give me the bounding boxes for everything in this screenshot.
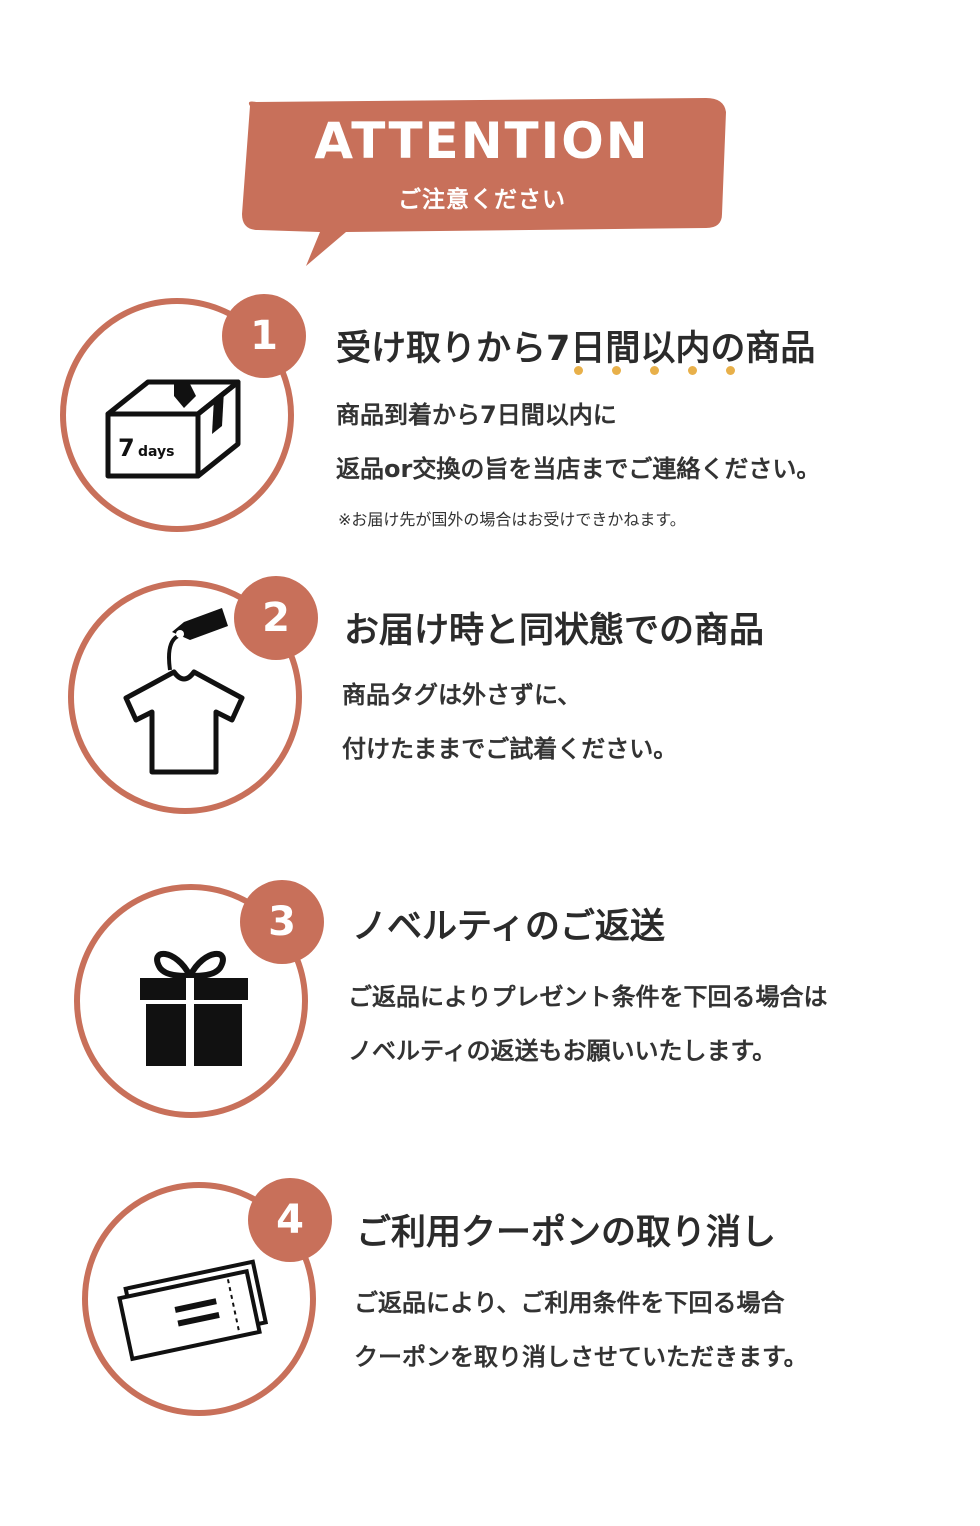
item-body: ご返品によりプレゼント条件を下回る場合は ノベルティの返送もお願いいたします。: [348, 970, 828, 1078]
body-line: ご返品によりプレゼント条件を下回る場合は: [348, 983, 828, 1011]
item-body: 商品タグは外さずに、 付けたままでご試着ください。: [342, 668, 677, 776]
box-7days-icon: 7 days: [105, 379, 241, 479]
step-number-badge: 2: [234, 576, 318, 660]
attention-title: ATTENTION: [314, 112, 650, 170]
notice-item-4: 4 ご利用クーポンの取り消し ご返品により、ご利用条件を下回る場合 クーポンを取…: [0, 1178, 980, 1428]
emphasis-dots: [574, 366, 735, 375]
item-body: 商品到着から7日間以内に 返品or交換の旨を当店までご連絡ください。: [336, 388, 820, 496]
gift-box-icon: [140, 951, 248, 1066]
body-line: 付けたままでご試着ください。: [342, 735, 678, 763]
body-line: クーポンを取り消しさせていただきます。: [354, 1343, 808, 1371]
item-note: ※お届け先が国外の場合はお受けできかねます。: [338, 510, 686, 529]
tshirt-tag-icon: [123, 608, 245, 775]
coupon-ticket-icon: [117, 1259, 269, 1362]
attention-subtitle: ご注意ください: [398, 187, 566, 213]
item-title: ご利用クーポンの取り消し: [356, 1213, 777, 1253]
body-line: 商品タグは外さずに、: [342, 681, 582, 709]
body-line: ご返品により、ご利用条件を下回る場合: [354, 1289, 785, 1317]
step-number-badge: 4: [248, 1178, 332, 1262]
step-number-badge: 3: [240, 880, 324, 964]
svg-text:days: days: [138, 444, 175, 460]
step-number-badge: 1: [222, 294, 306, 378]
item-body: ご返品により、ご利用条件を下回る場合 クーポンを取り消しさせていただきます。: [354, 1276, 808, 1384]
item-title: お届け時と同状態での商品: [344, 611, 765, 651]
body-line: ノベルティの返送もお願いいたします。: [348, 1037, 777, 1065]
notice-item-2: 2 お届け時と同状態での商品 商品タグは外さずに、 付けたままでご試着ください。: [0, 576, 980, 826]
body-line: 返品or交換の旨を当店までご連絡ください。: [336, 455, 821, 483]
icon-circle: [82, 1182, 316, 1416]
attention-bubble: ATTENTION ご注意ください: [236, 96, 728, 276]
notice-item-1: 7 days 1 受け取りから7日間以内の商品 商品到着から7日間以内に 返品o…: [0, 294, 980, 544]
speech-bubble-shape: [242, 98, 726, 266]
body-line: 商品到着から7日間以内に: [336, 401, 617, 429]
item-title: ノベルティのご返送: [352, 907, 665, 947]
svg-text:7: 7: [118, 434, 135, 462]
item-title: 受け取りから7日間以内の商品: [336, 329, 816, 369]
notice-item-3: 3 ノベルティのご返送 ご返品によりプレゼント条件を下回る場合は ノベルティの返…: [0, 880, 980, 1130]
